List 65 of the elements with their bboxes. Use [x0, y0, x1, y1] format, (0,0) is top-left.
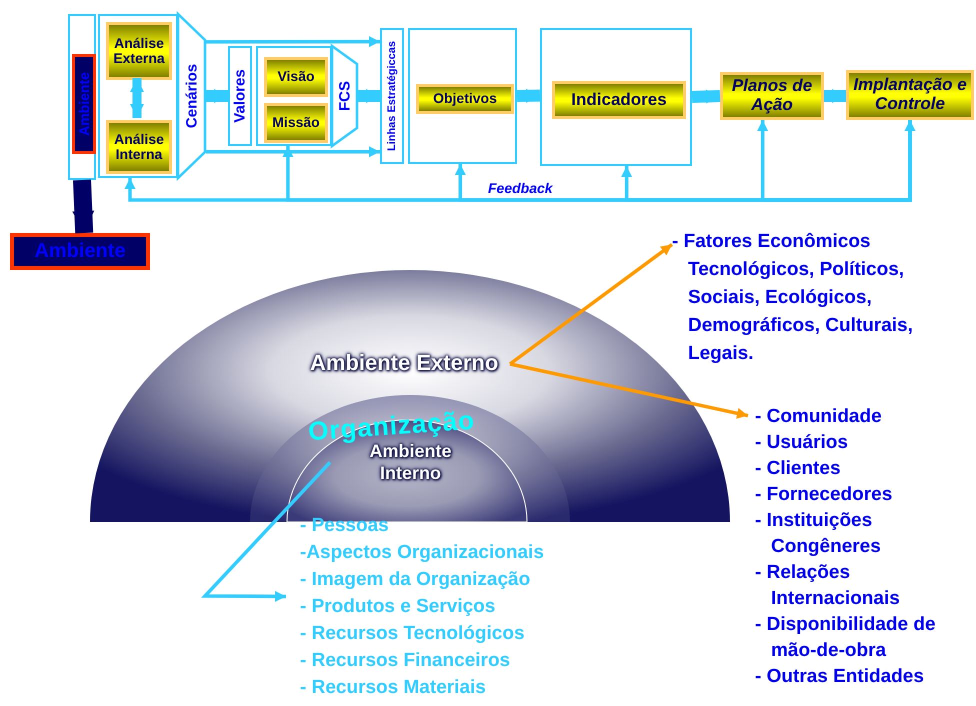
arrow [510, 362, 748, 419]
process-box [720, 72, 824, 120]
block-arrow [358, 89, 380, 103]
edge-label: Feedback [486, 180, 555, 196]
node-label: Cenários [184, 64, 200, 128]
process-box [416, 84, 514, 114]
frame-box [98, 14, 178, 178]
process-box [106, 120, 172, 174]
node-label: Planos de Ação [730, 77, 814, 115]
frame-box [408, 28, 517, 164]
trapezoid-box [178, 14, 206, 178]
environment-box [10, 233, 150, 270]
dome-label: Ambiente Externo [310, 350, 501, 376]
block-arrow [824, 89, 846, 103]
list-item: - Imagem da Organização [300, 568, 532, 592]
block-arrow [516, 88, 540, 103]
node-label: Ambiente [76, 72, 92, 136]
node-label: Missão [272, 115, 320, 131]
node-label: Indicadores [571, 90, 667, 110]
process-box [106, 22, 172, 80]
process-box [552, 81, 686, 119]
list-item: - Relações Internacionais [755, 561, 901, 611]
list-item: - Comunidade [755, 405, 883, 429]
frame-box [380, 28, 404, 164]
list-item: - Usuários [755, 431, 849, 455]
arrow [508, 243, 674, 366]
process-box [846, 70, 974, 120]
node-label: Visão [277, 69, 315, 85]
frame-box [68, 14, 96, 180]
frame-box [256, 46, 332, 146]
arrow [757, 120, 912, 202]
block-arrow [692, 90, 720, 104]
list-item: - Recursos Materiais [300, 676, 487, 700]
list-item: - Fatores Econômicos Tecnológicos, Políticos, Sociais, Ecológicos, Demográficos, Culturais, Legais. [672, 230, 914, 366]
node-label: Ambiente Interno [369, 441, 452, 484]
process-box [264, 57, 328, 97]
list-item: - Outras Entidades [755, 665, 925, 689]
environment-box [72, 54, 96, 154]
node-label: Ambiente [34, 240, 126, 263]
node-label: Linhas Estratégiccas [386, 40, 398, 152]
node-label: Valores [232, 69, 248, 123]
list-item: - Clientes [755, 457, 842, 481]
arrow [206, 146, 380, 158]
trapezoid-box [332, 46, 358, 146]
list-item: - Recursos Financeiros [300, 649, 512, 673]
node-label: Implantação e Controle [852, 76, 968, 114]
block-arrow [206, 89, 228, 103]
frame-box [540, 28, 692, 166]
frame-box [228, 46, 252, 146]
list-item: - Disponibilidade de mão-de-obra [755, 613, 937, 663]
node-label: Análise Externa [112, 36, 166, 66]
node-label: Análise Interna [113, 132, 165, 162]
arrow [201, 461, 332, 602]
block-arrow [130, 78, 144, 118]
list-item: - Recursos Tecnológicos [300, 622, 526, 646]
list-item: - Pessoas [300, 514, 390, 538]
list-item: - Instituições Congêneres [755, 509, 882, 559]
node-label: Objetivos [433, 91, 497, 107]
list-item: -Aspectos Organizacionais [300, 541, 545, 565]
node-label: FCS [336, 81, 354, 111]
list-item: - Produtos e Serviços [300, 595, 496, 619]
process-box [264, 103, 328, 143]
list-item: - Fornecedores [755, 483, 894, 507]
block-arrow [72, 180, 94, 234]
arrow [206, 36, 380, 48]
